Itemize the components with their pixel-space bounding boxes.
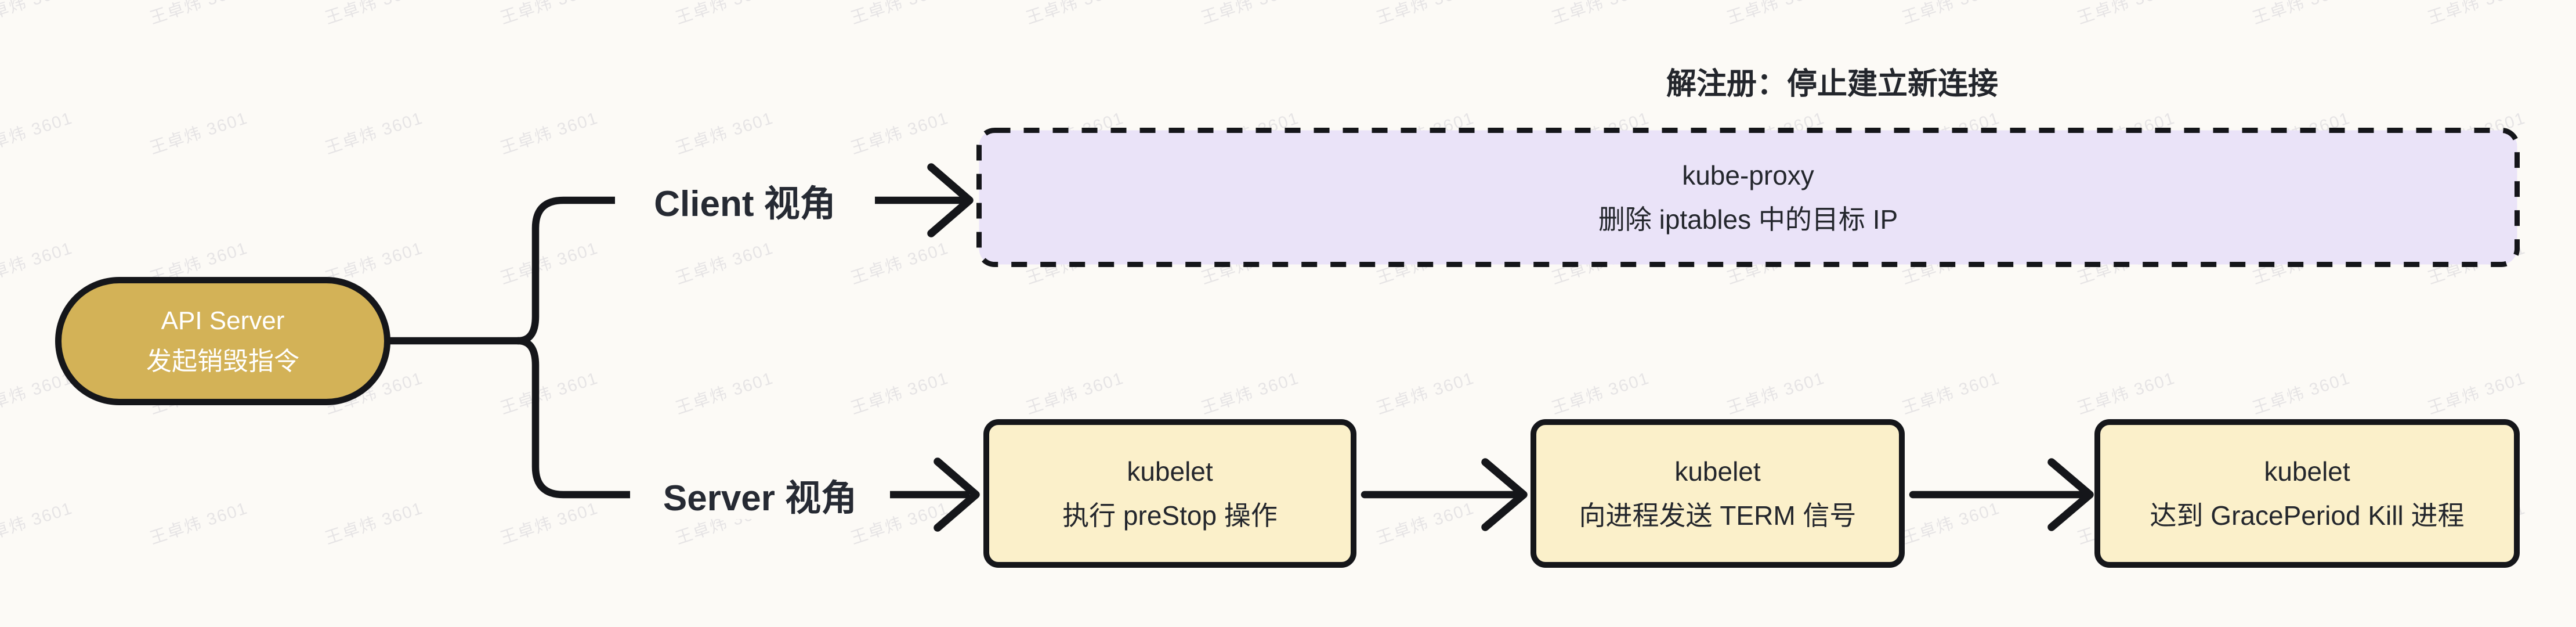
kubelet-term-box-title: kubelet — [1674, 456, 1761, 487]
client-arrowhead-icon — [927, 163, 974, 237]
kube-proxy-box-title: kube-proxy — [1682, 160, 1814, 190]
server-branch-label-text: Server 视角 — [663, 478, 858, 518]
api-server-node: API Server 发起销毁指令 — [55, 277, 390, 405]
server-branch-line — [514, 337, 970, 499]
kubelet-graceperiod-box-title: kubelet — [2264, 456, 2350, 487]
client-branch-label-text: Client 视角 — [654, 184, 836, 224]
api-server-node-subtitle: 发起销毁指令 — [146, 347, 299, 376]
kubelet-prestop-box: kubelet 执行 preStop 操作 — [983, 419, 1356, 568]
kubelet-prestop-box-subtitle: 执行 preStop 操作 — [1062, 500, 1278, 531]
kube-proxy-box-shape — [976, 128, 2520, 267]
client-branch-label: Client 视角 — [615, 176, 875, 225]
kubelet-prestop-box-title: kubelet — [1127, 456, 1213, 487]
server-branch-label: Server 视角 — [630, 470, 890, 519]
kube-proxy-box-subtitle: 删除 iptables 中的目标 IP — [1598, 204, 1898, 235]
kubelet-graceperiod-box: kubelet 达到 GracePeriod Kill 进程 — [2094, 419, 2520, 568]
deregister-annotation: 解注册：停止建立新连接 — [1666, 67, 1998, 101]
kubelet-graceperiod-box-subtitle: 达到 GracePeriod Kill 进程 — [2150, 500, 2465, 531]
api-server-node-title: API Server — [161, 306, 285, 335]
server-arrowhead-icon — [934, 457, 980, 532]
kubelet-term-box: kubelet 向进程发送 TERM 信号 — [1531, 419, 1905, 568]
kubelet-arrow-1-head-icon — [1481, 458, 1528, 531]
client-branch-line — [514, 196, 964, 345]
kubelet-arrow-2-head-icon — [2047, 458, 2094, 531]
kubelet-term-box-subtitle: 向进程发送 TERM 信号 — [1579, 500, 1857, 531]
kube-proxy-box: kube-proxy 删除 iptables 中的目标 IP — [986, 135, 2510, 260]
